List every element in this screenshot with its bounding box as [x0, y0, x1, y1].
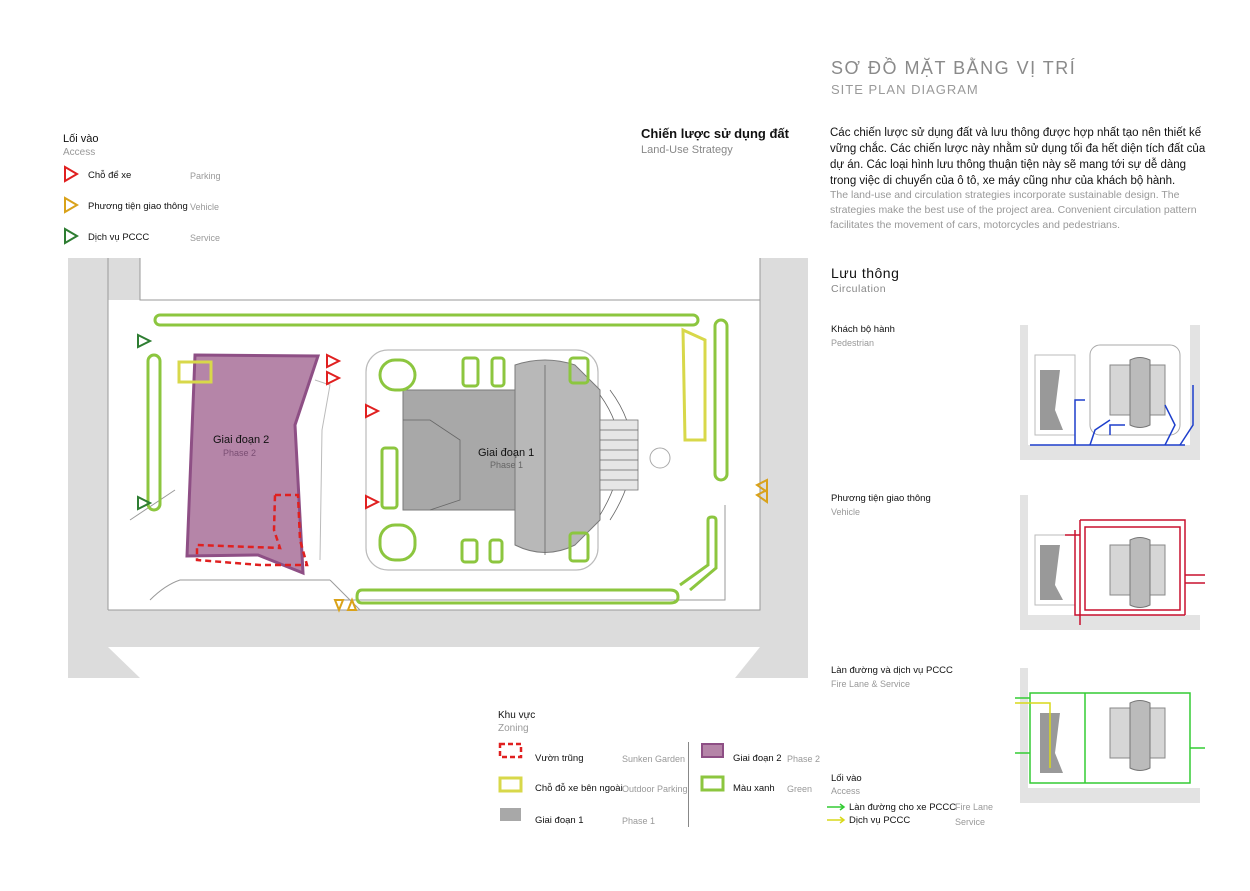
zoning-title: Khu vực — [498, 710, 536, 721]
vehicle-triangle-icon — [64, 196, 79, 214]
service-access-icon — [137, 495, 153, 511]
access-item-service: Dịch vụ PCCC — [88, 232, 150, 243]
circulation-title: Lưu thông — [831, 265, 900, 281]
zoning-subtitle: Zoning — [498, 723, 529, 734]
access-item-service-en: Service — [190, 233, 221, 243]
vehicle-label: Phương tiện giao thông — [831, 493, 931, 504]
pedestrian-diagram — [1020, 325, 1200, 460]
fire-lane-label-en: Fire Lane & Service — [831, 679, 911, 689]
parking-access-icon — [365, 494, 381, 510]
zoning-item-green: Màu xanh — [733, 783, 775, 794]
service-arrow-icon — [827, 816, 846, 824]
zoning-item-phase1-en: Phase 1 — [622, 816, 656, 826]
roads — [68, 258, 808, 678]
vehicle-diagram — [1020, 495, 1205, 630]
fire-legend-service-en: Service — [955, 817, 986, 827]
vehicle-access-icon — [755, 478, 768, 494]
strategy-paragraph-en: The land-use and circulation strategies … — [830, 189, 1197, 231]
fire-legend-lane: Làn đường cho xe PCCC — [849, 802, 957, 813]
parking-triangle-icon — [64, 165, 79, 183]
access-item-parking-en: Parking — [190, 171, 221, 181]
sunken-garden-swatch — [498, 742, 523, 759]
site-boundary — [107, 258, 761, 611]
vehicle-access-icon — [346, 597, 358, 611]
fire-lane-arrow-icon — [827, 803, 846, 811]
circulation-subtitle: Circulation — [831, 283, 887, 295]
fire-legend-lane-en: Fire Lane — [955, 802, 994, 812]
strategy-paragraph-vi: Các chiến lược sử dụng đất và lưu thông … — [830, 127, 1206, 187]
outdoor-parking — [177, 327, 707, 442]
strategy-title: Chiến lược sử dụng đất — [641, 126, 789, 141]
zoning-item-green-en: Green — [787, 784, 813, 794]
service-triangle-icon — [64, 227, 79, 245]
zoning-item-phase1: Giai đoạn 1 — [535, 815, 584, 826]
fire-lane-label: Làn đường và dịch vụ PCCC — [831, 665, 953, 676]
plan-access-triangles — [137, 333, 768, 613]
page-title: SƠ ĐỒ MẶT BẰNG VỊ TRÍ — [831, 58, 1077, 78]
access-legend-icons — [64, 165, 79, 245]
phase2-swatch — [701, 743, 724, 758]
access-item-vehicle: Phương tiện giao thông — [88, 201, 188, 212]
zoning-swatches-right — [700, 743, 725, 792]
zoning-item-sunken: Vườn trũng — [535, 753, 584, 764]
zoning-item-parking: Chỗ đỗ xe bên ngoài — [535, 783, 623, 794]
phase2-building — [185, 353, 321, 576]
access-legend-title: Lối vào — [63, 133, 99, 145]
zoning-item-phase2: Giai đoạn 2 — [733, 753, 782, 764]
pedestrian-label-en: Pedestrian — [831, 338, 875, 348]
sunken-garden — [195, 493, 309, 567]
phase2-label-en: Phase 2 — [223, 448, 257, 458]
phase2-label: Giai đoạn 2 — [213, 434, 270, 446]
zoning-swatches-left — [498, 742, 523, 821]
access-legend-subtitle: Access — [63, 147, 96, 158]
circ-access-label-en: Access — [831, 786, 861, 796]
phase1-label-en: Phase 1 — [490, 460, 524, 470]
fire-lane-diagram — [1015, 668, 1205, 803]
parking-access-icon — [326, 353, 342, 369]
access-item-vehicle-en: Vehicle — [190, 202, 220, 212]
strategy-subtitle: Land-Use Strategy — [641, 144, 733, 156]
vehicle-label-en: Vehicle — [831, 507, 861, 517]
vehicle-access-icon — [333, 599, 345, 613]
phase1-swatch — [500, 808, 521, 821]
service-access-icon — [137, 333, 153, 349]
parking-access-icon — [326, 370, 342, 386]
zoning-item-parking-en: Outdoor Parking — [622, 784, 688, 794]
circ-access-label: Lối vào — [831, 773, 862, 784]
zoning-item-sunken-en: Sunken Garden — [622, 754, 686, 764]
phase1-detail — [403, 365, 639, 555]
parking-access-icon — [365, 403, 381, 419]
fire-legend-arrows — [827, 803, 846, 824]
zoning-divider — [688, 742, 689, 827]
zoning-item-phase2-en: Phase 2 — [787, 754, 821, 764]
vehicle-access-icon — [755, 488, 768, 504]
phase1-building — [402, 359, 601, 553]
green-areas — [146, 313, 729, 605]
page-subtitle: SITE PLAN DIAGRAM — [831, 82, 979, 97]
green-swatch — [700, 775, 725, 792]
outdoor-parking-swatch — [498, 776, 523, 793]
access-item-parking: Chỗ để xe — [88, 170, 132, 181]
fire-legend-service: Dịch vụ PCCC — [849, 815, 911, 826]
phase1-label: Giai đoạn 1 — [478, 447, 535, 459]
round-feature — [649, 447, 671, 469]
pedestrian-label: Khách bộ hành — [831, 324, 895, 335]
